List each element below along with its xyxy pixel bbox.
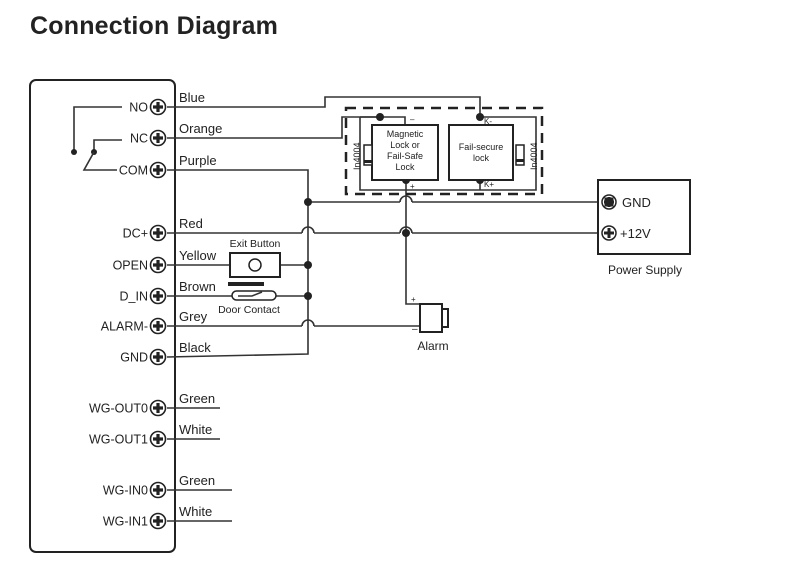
terminal-gnd[interactable]: GND Black: [120, 340, 211, 366]
controller-box: [29, 79, 176, 553]
door-contact-label: Door Contact: [218, 304, 280, 316]
terminal-wg-out1[interactable]: WG-OUT1 White: [89, 422, 212, 448]
wire-color-label: Black: [179, 340, 211, 355]
diode-label-right: In4004: [529, 142, 539, 170]
psu-gnd-label: GND: [622, 195, 651, 210]
door-contact-symbol: [228, 282, 277, 301]
wire-color-label: Blue: [179, 90, 205, 105]
wire-color-label: Grey: [179, 309, 208, 324]
fail-secure-minus-label: K-: [484, 117, 492, 126]
terminal-com[interactable]: COM Purple: [119, 153, 217, 179]
magnetic-lock: [371, 124, 439, 181]
terminal-label: COM: [119, 164, 148, 178]
wire-color-label: White: [179, 504, 212, 519]
power-supply-label: Power Supply: [608, 263, 682, 277]
terminal-open[interactable]: OPEN Yellow: [113, 248, 217, 274]
magnetic-plus-label: +: [410, 182, 415, 191]
psu-terminal-gnd[interactable]: [601, 194, 617, 210]
diode-label-left: In4004: [352, 142, 362, 170]
terminal-label: ALARM-: [101, 320, 148, 334]
psu-terminal-12v[interactable]: [601, 225, 617, 241]
fail-secure-lock: [448, 124, 514, 181]
alarm-symbol: [419, 303, 449, 333]
wire-color-label: Red: [179, 216, 203, 231]
terminal-wg-out0[interactable]: WG-OUT0 Green: [89, 391, 215, 417]
wire-color-label: Orange: [179, 121, 222, 136]
lock-enclosure: [344, 106, 544, 196]
wire-color-label: Green: [179, 391, 215, 406]
terminal-label: GND: [120, 351, 148, 365]
terminal-no[interactable]: NO Blue: [129, 90, 205, 116]
exit-button-label: Exit Button: [230, 238, 281, 250]
alarm-plus-label: +: [411, 295, 416, 304]
fail-secure-line-2: lock: [473, 153, 490, 163]
diagram-title: Connection Diagram: [30, 12, 279, 40]
terminal-alarm-minus[interactable]: ALARM- Grey: [101, 309, 208, 335]
terminal-label: OPEN: [113, 259, 148, 273]
alarm-label: Alarm: [417, 339, 448, 353]
wire-color-label: Purple: [179, 153, 217, 168]
terminal-d-in[interactable]: D_IN Brown: [120, 279, 216, 305]
fail-secure-plus-label: K+: [484, 180, 494, 189]
terminal-wg-in1[interactable]: WG-IN1 White: [103, 504, 212, 530]
wire-orange: [167, 116, 406, 139]
terminal-label: NC: [130, 132, 148, 146]
terminal-dc-plus[interactable]: DC+ Red: [123, 216, 203, 242]
terminal-label: WG-OUT0: [89, 402, 148, 416]
terminal-wg-in0[interactable]: WG-IN0 Green: [103, 473, 215, 499]
exit-button-symbol: [229, 252, 281, 278]
magnetic-minus-label: –: [410, 115, 415, 124]
terminal-label: WG-IN1: [103, 515, 148, 529]
wire-color-label: White: [179, 422, 212, 437]
terminal-label: WG-IN0: [103, 484, 148, 498]
wire-color-label: Yellow: [179, 248, 217, 263]
wire-color-label: Green: [179, 473, 215, 488]
magnetic-lock-line-3: Fail-Safe: [387, 151, 423, 161]
wire-blue: [167, 96, 481, 120]
power-supply-box: [597, 179, 691, 255]
wire-color-label: Brown: [179, 279, 216, 294]
magnetic-lock-line-4: Lock: [395, 162, 415, 172]
terminal-label: DC+: [123, 227, 148, 241]
terminal-label: NO: [129, 101, 148, 115]
magnetic-lock-line-1: Magnetic: [387, 129, 424, 139]
relay-symbol: [71, 106, 122, 171]
terminal-label: D_IN: [120, 290, 148, 304]
terminal-nc[interactable]: NC Orange: [130, 121, 222, 147]
diode-left: [363, 144, 373, 166]
terminal-label: WG-OUT1: [89, 433, 148, 447]
alarm-minus-label: –: [412, 324, 418, 335]
fail-secure-line-1: Fail-secure: [459, 142, 504, 152]
psu-12v-label: +12V: [620, 226, 651, 241]
diode-right: [515, 144, 525, 166]
magnetic-lock-line-2: Lock or: [390, 140, 420, 150]
